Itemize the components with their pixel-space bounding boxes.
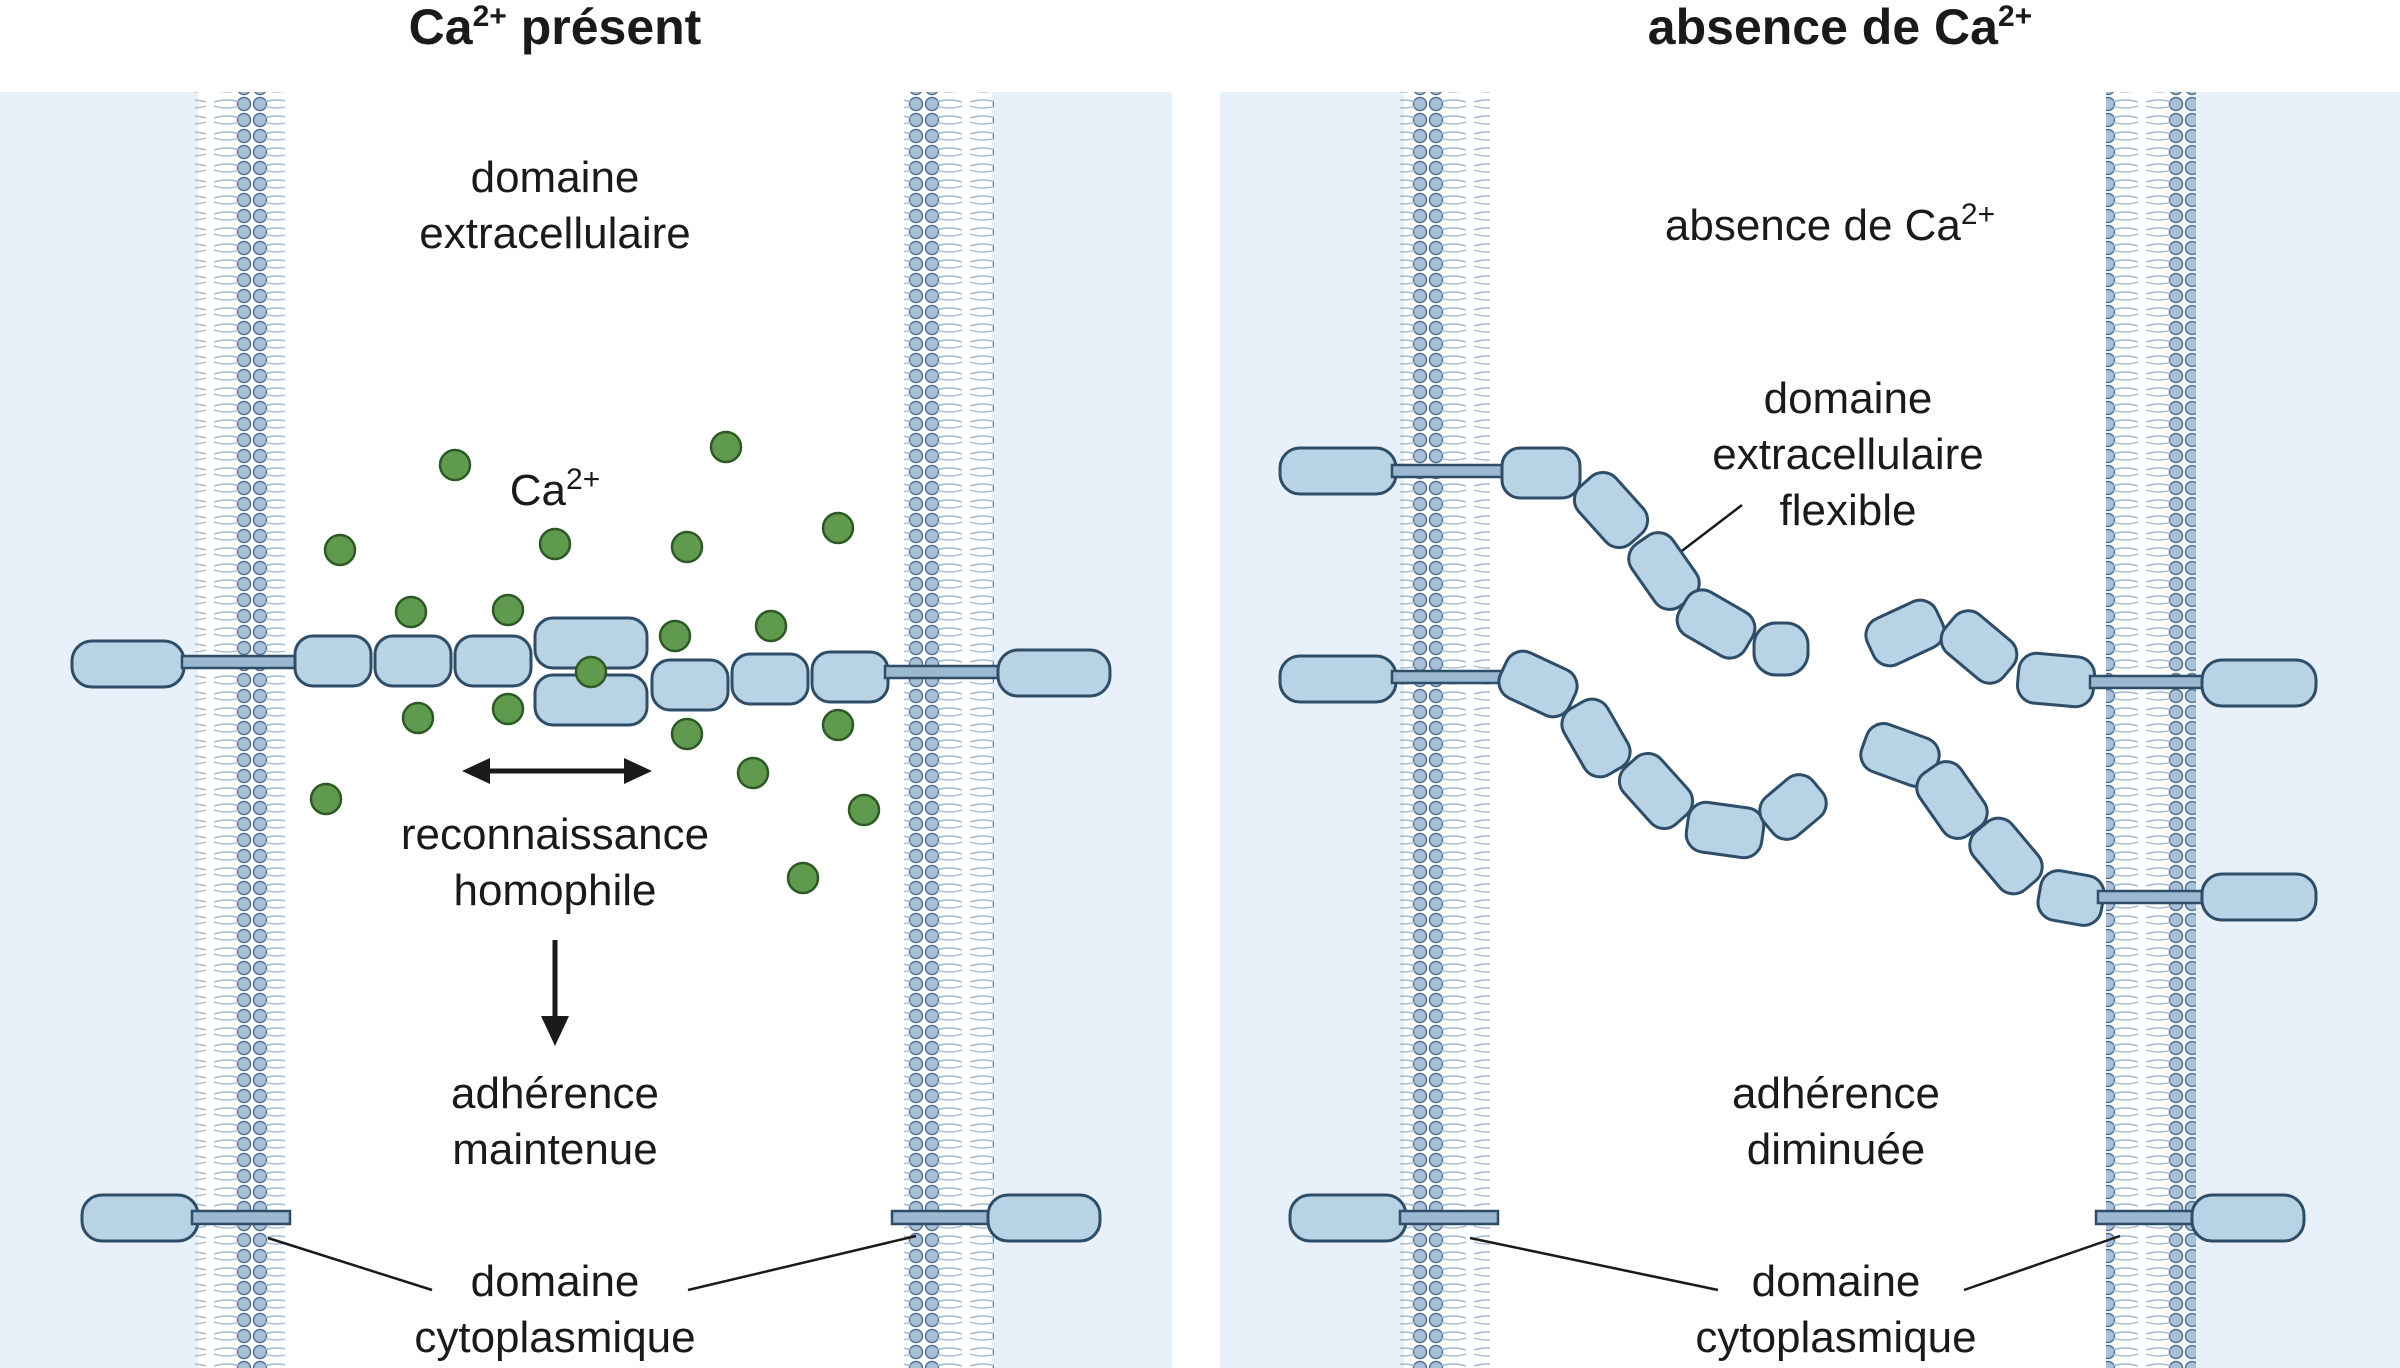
cytoplasmic-domain [996, 648, 1112, 698]
right-title: absence de Ca2+ [1648, 0, 2032, 55]
cyto-anchor-left-b [890, 1193, 1102, 1243]
calcium-ion [658, 619, 692, 653]
cytoplasmic-domain [70, 639, 186, 689]
transmembrane-segment [1390, 463, 1508, 479]
cadherin-right-4 [1859, 722, 2318, 927]
right-pointer-b [1963, 1234, 2121, 1292]
cyto-anchor-right-b [2094, 1193, 2306, 1243]
left-label-adhesion-2: maintenue [452, 1125, 657, 1174]
left-pointer-a [267, 1236, 433, 1292]
left-label-cyto-1: domaine [471, 1257, 640, 1306]
calcium-ion [786, 861, 820, 895]
right-cell-a [1220, 92, 1404, 1368]
calcium-ion [821, 511, 855, 545]
left-label-recognition-2: homophile [453, 866, 656, 915]
cadherin-right-3 [1864, 598, 2318, 709]
ec-domain [1864, 598, 1946, 668]
calcium-ion [401, 701, 435, 735]
transmembrane-segment [180, 654, 300, 670]
cytoplasmic-domain [1278, 446, 1398, 496]
right-label-cyto-2: cytoplasmique [1695, 1313, 1976, 1362]
ec-domain [2036, 869, 2106, 927]
ec-domain [1915, 760, 1989, 840]
right-label-flexible-1: domaine [1764, 374, 1933, 423]
left-label-adhesion-1: adhérence [451, 1069, 659, 1118]
homophilic-double-arrow [462, 758, 652, 784]
right-panel: absence de Ca2+ absence de Ca2+ domaine … [1220, 0, 2400, 1368]
calcium-ion [754, 609, 788, 643]
ec-domain [650, 658, 730, 712]
cyto-anchor-right-a [1288, 1193, 1500, 1243]
left-panel: Ca2+ présent domaine extracellulaire Ca2… [0, 0, 1172, 1368]
left-title: Ca2+ présent [409, 0, 702, 55]
left-label-cyto-2: cytoplasmique [414, 1313, 695, 1362]
cytoplasmic-domain [2200, 872, 2318, 922]
right-label-adhesion-2: diminuée [1747, 1125, 1926, 1174]
calcium-ion [309, 782, 343, 816]
calcium-ion [821, 708, 855, 742]
calcium-ion [847, 793, 881, 827]
calcium-ion [670, 717, 704, 751]
right-label-flexible-3: flexible [1780, 486, 1917, 535]
right-label-absence: absence de Ca2+ [1665, 198, 1995, 250]
ec-domain [1968, 816, 2044, 896]
transmembrane-segment [2096, 889, 2210, 905]
ec-domain [1752, 621, 1810, 677]
left-label-recognition-1: reconnaissance [401, 810, 709, 859]
calcium-ion-bound [574, 655, 608, 689]
left-membrane-b [904, 92, 994, 1368]
cadherin-right-2 [1278, 649, 1828, 860]
calcium-ion [394, 595, 428, 629]
ec-domain [1497, 649, 1579, 719]
ec-domain [293, 634, 373, 688]
cytoplasmic-domain [2200, 658, 2318, 708]
right-label-flexible-2: extracellulaire [1712, 430, 1983, 479]
transmembrane-segment [883, 664, 1003, 680]
left-label-extracellular-2: extracellulaire [419, 209, 690, 258]
ec-domain [1572, 470, 1650, 550]
cadherin-right-1 [1278, 446, 1810, 677]
cadherin-left-a [70, 616, 649, 689]
ec-domain [1617, 751, 1695, 831]
transmembrane-segment [2088, 674, 2210, 690]
right-membrane-a [1400, 92, 1490, 1368]
calcium-ion [538, 527, 572, 561]
right-label-adhesion-1: adhérence [1732, 1069, 1940, 1118]
left-pointer-b [687, 1234, 917, 1292]
ec-domain [453, 634, 533, 688]
calcium-ion [323, 533, 357, 567]
left-cell-a [0, 92, 198, 1368]
transmembrane-segment [1390, 669, 1508, 685]
ec-domain [1675, 588, 1757, 660]
down-arrow [541, 940, 569, 1046]
right-pointer-a [1469, 1236, 1719, 1292]
left-membrane-a [195, 92, 285, 1368]
ec-domain [810, 650, 890, 704]
right-cell-b [2196, 92, 2400, 1368]
calcium-ion [491, 593, 525, 627]
right-membrane-b [2106, 92, 2196, 1368]
left-label-ca: Ca2+ [510, 463, 600, 515]
right-label-cyto-1: domaine [1752, 1257, 1921, 1306]
left-label-extracellular-1: domaine [471, 153, 640, 202]
ec-domain [1500, 446, 1582, 500]
ec-domain [1758, 773, 1828, 841]
left-cell-b [992, 92, 1172, 1368]
cyto-anchor-left-a [80, 1193, 292, 1243]
ec-domain [730, 652, 810, 706]
ec-domain [373, 634, 453, 688]
ec-domain [1684, 800, 1766, 860]
calcium-ion [709, 430, 743, 464]
calcium-ion [438, 448, 472, 482]
calcium-ion [736, 756, 770, 790]
ec-domain [2015, 651, 2097, 709]
calcium-ions [309, 430, 881, 895]
calcium-ion [491, 692, 525, 726]
ec-domain [1560, 697, 1632, 779]
calcium-ion [670, 530, 704, 564]
ec-domain [1939, 609, 2019, 685]
cytoplasmic-domain [1278, 654, 1398, 704]
